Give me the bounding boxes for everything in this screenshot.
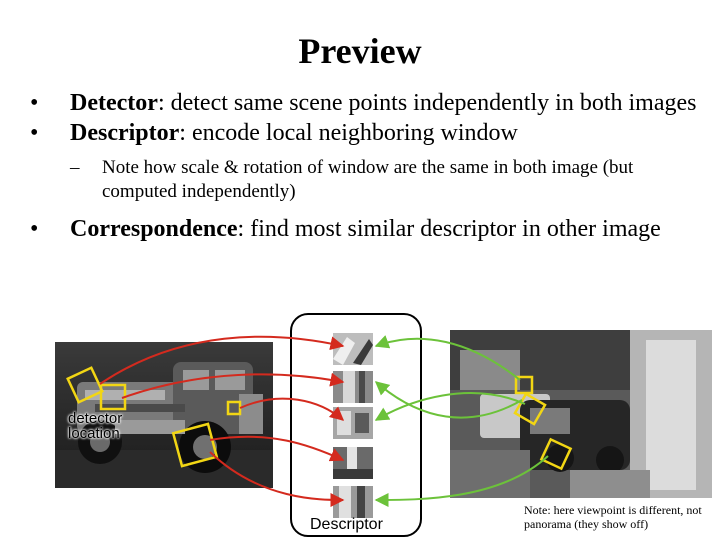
bullet-descriptor: • Descriptor: encode local neighboring w… — [30, 118, 700, 148]
bullet-text: : encode local neighboring window — [179, 120, 518, 146]
descriptor-label: Descriptor — [310, 516, 383, 533]
descriptor-patch-4 — [333, 447, 373, 479]
descriptor-patch-3 — [333, 407, 373, 439]
slide-title: Preview — [298, 31, 422, 71]
subbullet-note: – Note how scale & rotation of window ar… — [30, 156, 700, 204]
bullet-dot: • — [30, 120, 39, 146]
bullet-term: Correspondence — [70, 216, 238, 242]
subbullet-text: Note how scale & rotation of window are … — [102, 157, 634, 202]
viewpoint-note: Note: here viewpoint is different, not p… — [524, 503, 702, 531]
bullet-list: • Detector: detect same scene points ind… — [30, 88, 700, 244]
bullet-correspondence: • Correspondence: find most similar desc… — [30, 214, 700, 244]
bullet-dot: • — [30, 90, 39, 116]
bullet-dot: • — [30, 216, 39, 242]
descriptor-patch-5 — [333, 486, 373, 518]
bullet-dash: – — [70, 157, 80, 178]
descriptor-patch-1 — [333, 333, 373, 365]
detector-location-label: detector location — [68, 410, 123, 442]
descriptor-patch-2 — [333, 371, 373, 403]
bullet-text: : find most similar descriptor in other … — [237, 216, 661, 242]
bullet-term: Detector — [70, 90, 158, 116]
right-photo-scene — [450, 330, 712, 498]
bullet-text: : detect same scene points independently… — [157, 90, 697, 116]
bullet-detector: • Detector: detect same scene points ind… — [30, 88, 700, 118]
bullet-term: Descriptor — [70, 120, 180, 146]
